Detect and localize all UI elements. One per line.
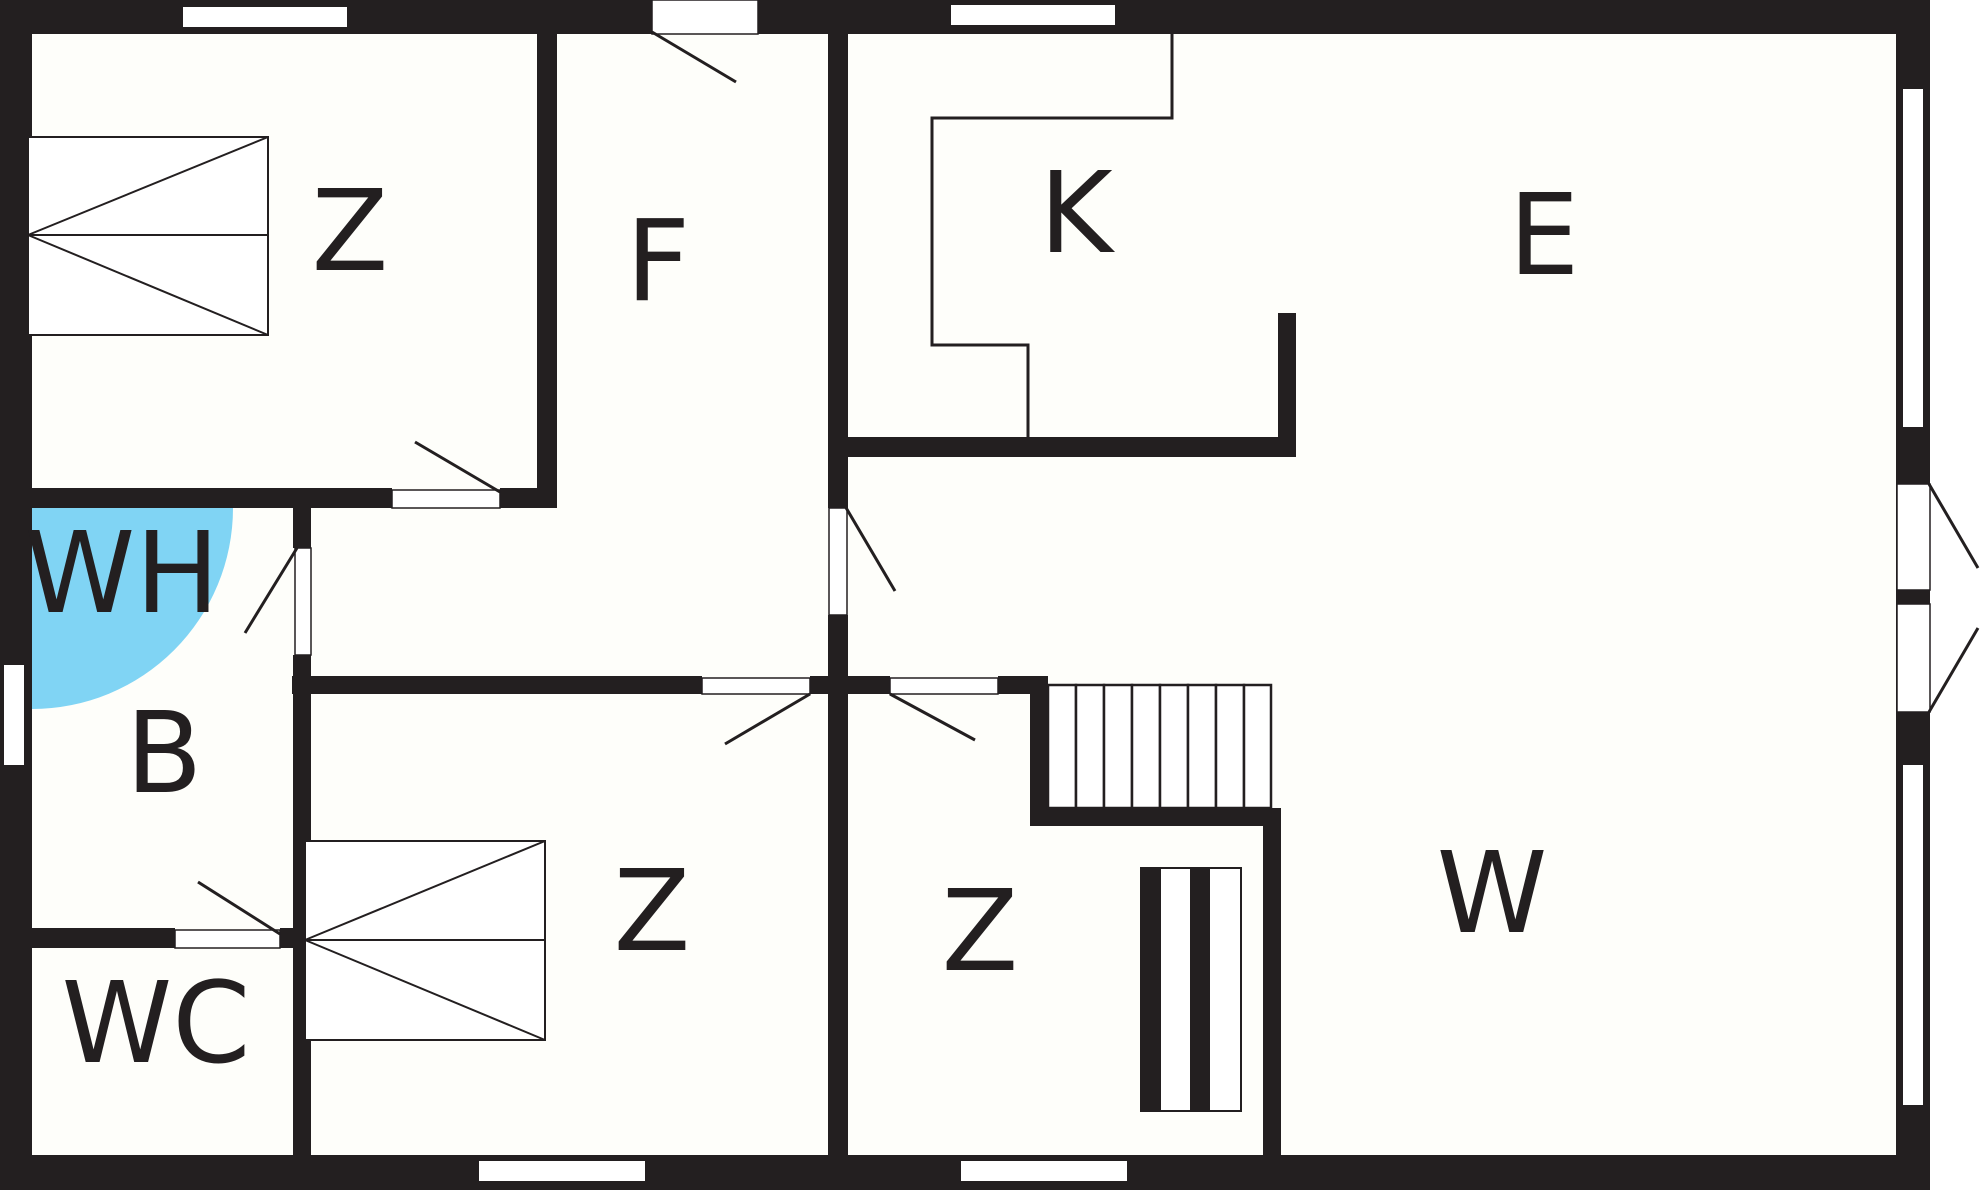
closet-bar-1 bbox=[1141, 868, 1161, 1111]
room-label-water-heater: WH bbox=[25, 509, 220, 639]
stair-step-5 bbox=[1158, 683, 1190, 810]
wall-kitchen-bottom bbox=[848, 437, 1296, 457]
staircase bbox=[1046, 683, 1273, 810]
wall-central-vertical-top bbox=[828, 32, 848, 508]
stair-step-1 bbox=[1046, 683, 1078, 810]
window-bottom-2 bbox=[959, 1159, 1129, 1183]
door-opening-bathroom bbox=[294, 547, 312, 656]
room-label-bathroom: B bbox=[126, 689, 203, 819]
closet-bar-2 bbox=[1190, 868, 1210, 1111]
window-top-2 bbox=[949, 3, 1117, 27]
door-swing-bedroom-mid bbox=[724, 692, 811, 746]
stair-step-8 bbox=[1242, 683, 1273, 810]
windows bbox=[2, 3, 1925, 1183]
window-top-1 bbox=[181, 5, 349, 29]
door-opening-entrance bbox=[651, 0, 759, 35]
wall-stair-bottom bbox=[1030, 808, 1281, 826]
door-opening-wc bbox=[174, 929, 281, 949]
door-swing-living bbox=[843, 505, 897, 592]
wardrobe-top-left bbox=[27, 136, 269, 336]
room-labels: Z F K E WH B WC Z Z W bbox=[25, 149, 1580, 1089]
door-opening-bedroom-mid bbox=[701, 677, 811, 695]
window-right-bottom bbox=[1901, 763, 1925, 1107]
door-opening-bedroom bbox=[391, 489, 501, 509]
stair-step-2 bbox=[1074, 683, 1106, 810]
closet-shelves bbox=[1140, 867, 1242, 1112]
door-swing-bathroom bbox=[243, 547, 299, 634]
wall-right-pier bbox=[1896, 590, 1930, 604]
wardrobe-bottom-diag-2 bbox=[304, 939, 546, 1041]
wall-wc-top-right bbox=[280, 928, 311, 948]
wall-mid-center bbox=[810, 676, 890, 694]
room-label-bedroom-bottom-right: Z bbox=[942, 867, 1019, 997]
stair-step-4 bbox=[1130, 683, 1162, 810]
wall-wc-top-left bbox=[32, 928, 175, 948]
water-heater-zone bbox=[32, 508, 233, 709]
stair-step-7 bbox=[1214, 683, 1246, 810]
room-label-bedroom-bottom-middle: Z bbox=[614, 847, 691, 977]
wall-stair-right bbox=[1263, 808, 1281, 1160]
room-label-kitchen: K bbox=[1039, 149, 1115, 279]
wall-bedroom-bottom-left bbox=[32, 488, 392, 508]
door-swing-bedroom-right bbox=[889, 692, 976, 742]
room-label-bedroom-top-left: Z bbox=[312, 167, 389, 297]
wardrobe-top-left-diag-2 bbox=[27, 234, 269, 336]
room-label-hall: F bbox=[626, 197, 690, 327]
window-left bbox=[2, 663, 26, 767]
wardrobe-top-left-diag-1 bbox=[27, 136, 269, 236]
door-opening-bedroom-right bbox=[889, 677, 999, 695]
kitchen-counter bbox=[930, 32, 1174, 437]
door-swing-bedroom bbox=[414, 440, 501, 494]
door-swing-entrance bbox=[651, 30, 737, 84]
door-opening-living bbox=[828, 507, 848, 616]
door-swings bbox=[197, 30, 1980, 936]
wardrobe-bottom bbox=[304, 840, 546, 1041]
outer-wall-left bbox=[0, 0, 32, 1190]
room-label-dining: E bbox=[1509, 171, 1580, 301]
wardrobe-bottom-diag-1 bbox=[304, 840, 546, 941]
door-openings bbox=[174, 0, 1931, 949]
wall-mid-left bbox=[292, 676, 702, 694]
wall-stair-left bbox=[1030, 676, 1048, 826]
window-bottom-1 bbox=[477, 1159, 647, 1183]
wall-central-vertical-bottom bbox=[828, 615, 848, 1160]
room-label-living: W bbox=[1437, 829, 1548, 959]
door-opening-patio-2 bbox=[1896, 603, 1931, 713]
stair-step-6 bbox=[1186, 683, 1218, 810]
wall-kitchen-stub bbox=[1278, 313, 1296, 457]
door-swing-wc bbox=[197, 880, 281, 936]
door-swing-patio-bottom bbox=[1927, 627, 1980, 713]
wall-bedroom-bottom-right bbox=[500, 488, 557, 508]
stair-step-3 bbox=[1102, 683, 1134, 810]
room-label-toilet: WC bbox=[62, 959, 251, 1089]
wall-bedroom-hall bbox=[537, 32, 557, 508]
door-swing-patio-top bbox=[1927, 483, 1980, 569]
window-right-top bbox=[1901, 87, 1925, 429]
wall-bathroom-right-top bbox=[293, 508, 311, 548]
door-opening-patio bbox=[1896, 483, 1931, 591]
